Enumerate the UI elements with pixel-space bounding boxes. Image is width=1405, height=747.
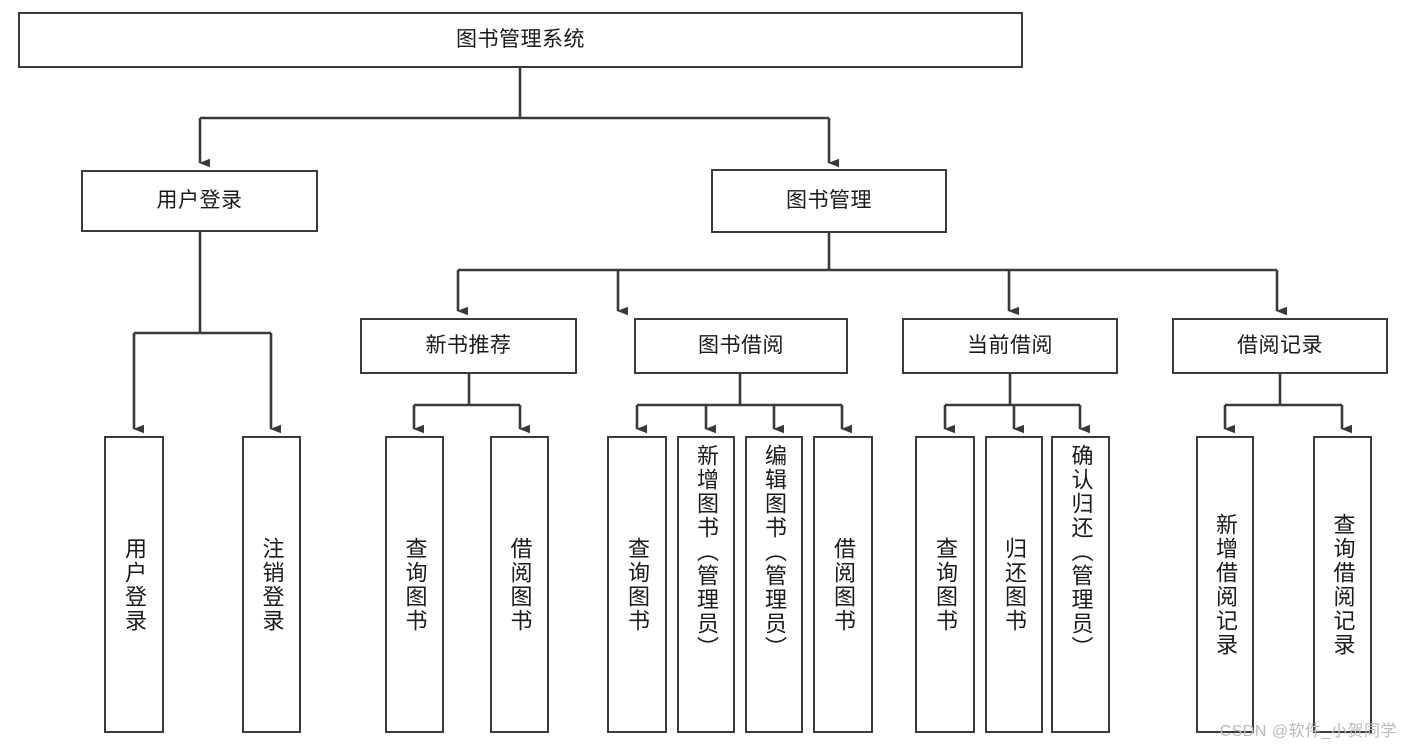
node-book-borrow[interactable]: 图书借阅 [634, 318, 848, 374]
node-leaf-edit-book-label: 编辑图书（管理员） [762, 444, 787, 660]
node-new-book-recommend[interactable]: 新书推荐 [360, 318, 577, 374]
node-leaf-borrow-book-1[interactable]: 借阅图书 [490, 436, 549, 733]
node-leaf-add-record-label: 新增借阅记录 [1213, 512, 1238, 657]
node-leaf-query-book-1-label: 查询图书 [402, 536, 428, 633]
node-book-manage[interactable]: 图书管理 [711, 169, 947, 233]
node-new-book-recommend-label: 新书推荐 [425, 333, 512, 357]
node-user-login-label: 用户登录 [156, 188, 243, 212]
node-leaf-add-book[interactable]: 新增图书（管理员） [677, 436, 735, 733]
node-leaf-logout-label: 注销登录 [259, 536, 285, 633]
node-leaf-confirm-return[interactable]: 确认归还（管理员） [1051, 436, 1110, 733]
node-leaf-query-book-1[interactable]: 查询图书 [385, 436, 444, 733]
node-book-borrow-label: 图书借阅 [698, 333, 784, 357]
node-root-label: 图书管理系统 [456, 27, 585, 51]
node-book-manage-label: 图书管理 [786, 188, 872, 212]
node-leaf-query-record[interactable]: 查询借阅记录 [1313, 436, 1372, 733]
node-leaf-borrow-book-2[interactable]: 借阅图书 [813, 436, 873, 733]
node-leaf-query-book-3[interactable]: 查询图书 [915, 436, 975, 733]
node-leaf-user-login-label: 用户登录 [122, 536, 147, 633]
node-borrow-record[interactable]: 借阅记录 [1172, 318, 1388, 374]
node-leaf-query-record-label: 查询借阅记录 [1330, 512, 1356, 657]
node-leaf-borrow-book-1-label: 借阅图书 [507, 536, 533, 633]
node-leaf-confirm-return-label: 确认归还（管理员） [1068, 444, 1094, 660]
node-leaf-query-book-3-label: 查询图书 [933, 536, 958, 633]
node-leaf-user-login[interactable]: 用户登录 [104, 436, 164, 733]
node-leaf-logout[interactable]: 注销登录 [242, 436, 301, 733]
node-leaf-add-book-label: 新增图书（管理员） [694, 444, 719, 660]
node-leaf-query-book-2-label: 查询图书 [625, 536, 650, 633]
node-user-login[interactable]: 用户登录 [81, 170, 318, 232]
node-leaf-borrow-book-2-label: 借阅图书 [831, 536, 856, 633]
node-leaf-query-book-2[interactable]: 查询图书 [607, 436, 667, 733]
node-leaf-edit-book[interactable]: 编辑图书（管理员） [745, 436, 803, 733]
node-leaf-return-book-label: 归还图书 [1002, 536, 1027, 633]
csdn-watermark: CSDN @软件_小贺同学 [1219, 723, 1397, 740]
node-leaf-return-book[interactable]: 归还图书 [985, 436, 1043, 733]
node-current-borrow[interactable]: 当前借阅 [902, 318, 1118, 374]
node-borrow-record-label: 借阅记录 [1237, 333, 1323, 357]
node-current-borrow-label: 当前借阅 [967, 333, 1053, 357]
node-root[interactable]: 图书管理系统 [18, 12, 1023, 68]
node-leaf-add-record[interactable]: 新增借阅记录 [1196, 436, 1254, 733]
